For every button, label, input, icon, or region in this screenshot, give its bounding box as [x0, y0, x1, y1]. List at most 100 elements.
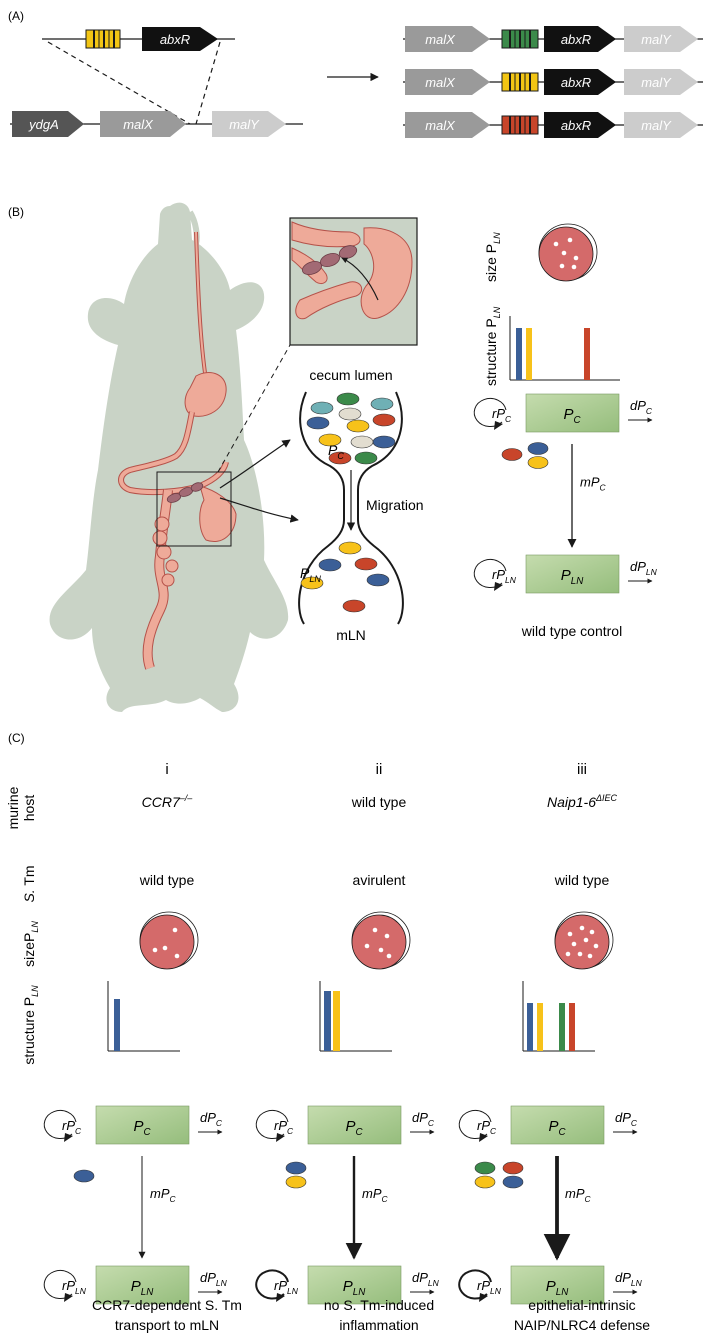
product-malx-arrow	[405, 112, 490, 138]
model-label: rPC	[62, 1118, 82, 1136]
cecum-lumen-label: cecum lumen	[309, 367, 392, 383]
colony	[579, 925, 585, 931]
chromosome-gene-1: ydgA	[28, 117, 59, 132]
loop-arrowhead	[64, 1293, 73, 1302]
colony	[384, 933, 390, 939]
product-right-gene: malY	[641, 118, 672, 133]
chromosome-gene-2: malX	[123, 117, 154, 132]
model-label: rPC	[274, 1118, 294, 1136]
product-abxr-arrow	[544, 69, 616, 95]
model-label: PC	[548, 1118, 566, 1138]
colony	[573, 255, 579, 261]
colony	[364, 943, 370, 949]
colony	[589, 929, 595, 935]
replication-loop	[473, 559, 507, 588]
structure-bar	[584, 328, 590, 380]
host-genotype: wild type	[351, 794, 407, 810]
pc-label: PC	[328, 442, 344, 461]
plate-b	[538, 223, 598, 282]
bacterium	[318, 433, 342, 447]
column-caption-line: epithelial-intrinsic	[528, 1297, 635, 1313]
model-label: PLN	[546, 1278, 569, 1298]
migrating-bacterium	[474, 1175, 496, 1189]
migrating-bacterium	[474, 1161, 496, 1175]
product-right-gene: malY	[641, 32, 672, 47]
model-label: dPC	[412, 1110, 435, 1128]
bacterium	[336, 392, 360, 406]
colony	[172, 927, 178, 933]
replication-loop	[255, 1269, 289, 1300]
loop-arrowhead	[494, 582, 503, 591]
colony	[152, 947, 158, 953]
colony	[567, 237, 573, 243]
loop-arrowhead	[479, 1133, 488, 1142]
malx-gene-arrow	[100, 111, 186, 137]
pc-box	[510, 1105, 605, 1145]
migrating-bacterium	[285, 1161, 307, 1175]
bacterium	[354, 557, 378, 571]
host-row-label-2: host	[21, 795, 37, 822]
product-right-gene: malY	[641, 75, 672, 90]
panel-c-label: (C)	[8, 731, 25, 745]
colony	[553, 241, 559, 247]
panel-b-caption: wild type control	[521, 623, 622, 639]
model-label: rPLN	[492, 567, 517, 585]
structure-bar	[324, 991, 331, 1051]
host-genotype: Naip1-6ΔIEC	[547, 793, 618, 810]
bacterium	[328, 451, 352, 465]
migrating-bacterium	[502, 1175, 524, 1189]
panel-b-label: (B)	[8, 205, 24, 219]
zoom-dashed-line	[217, 344, 291, 473]
product-left-gene: malX	[425, 75, 456, 90]
structure-bar	[569, 1003, 575, 1051]
petri-dish	[139, 911, 199, 970]
bar-chart	[107, 981, 180, 1052]
structure-pln-row-label: structure PLN	[21, 985, 40, 1065]
model-label: rPLN	[274, 1278, 299, 1296]
model-label: dPLN	[630, 559, 658, 577]
model-label: PC	[345, 1118, 363, 1138]
chamber-left-wall	[298, 391, 345, 625]
ydga-gene-arrow	[12, 111, 84, 137]
insert-barcode	[85, 29, 121, 49]
recombination-line-left	[47, 41, 191, 125]
structure-pln-axis-label: structure PLN	[483, 306, 502, 386]
model-label: mPC	[580, 475, 607, 493]
colony	[162, 945, 168, 951]
structure-bar	[333, 991, 340, 1051]
dish-agar	[554, 914, 610, 970]
pln-box	[95, 1265, 190, 1305]
structure-bar	[516, 328, 522, 380]
loop-arrowhead	[479, 1293, 488, 1302]
model-label: dPC	[615, 1110, 638, 1128]
replication-loop	[458, 1110, 492, 1139]
pc-box	[525, 393, 620, 433]
bacterium	[372, 413, 396, 427]
column-numeral: ii	[376, 761, 383, 778]
structure-bars-b	[509, 316, 620, 381]
model-label: dPLN	[615, 1270, 643, 1288]
product-abxr-arrow	[544, 26, 616, 52]
column-caption-line: no S. Tm-induced	[324, 1297, 434, 1313]
loop-arrowhead	[276, 1293, 285, 1302]
bacteria-cells	[300, 392, 396, 613]
host-row-label-1: murine	[5, 786, 21, 829]
product-abxr-arrow	[544, 112, 616, 138]
structure-bar	[526, 328, 532, 380]
colony	[565, 951, 571, 957]
column-caption-line: NAIP/NLRC4 defense	[514, 1317, 650, 1333]
colony	[378, 947, 384, 953]
arrow-to-cecum	[219, 439, 291, 489]
bar-chart	[509, 316, 620, 381]
model-label: rPC	[477, 1118, 497, 1136]
model-label: rPC	[492, 406, 512, 424]
product-mid-gene: abxR	[561, 118, 591, 133]
bacterium	[338, 407, 362, 421]
